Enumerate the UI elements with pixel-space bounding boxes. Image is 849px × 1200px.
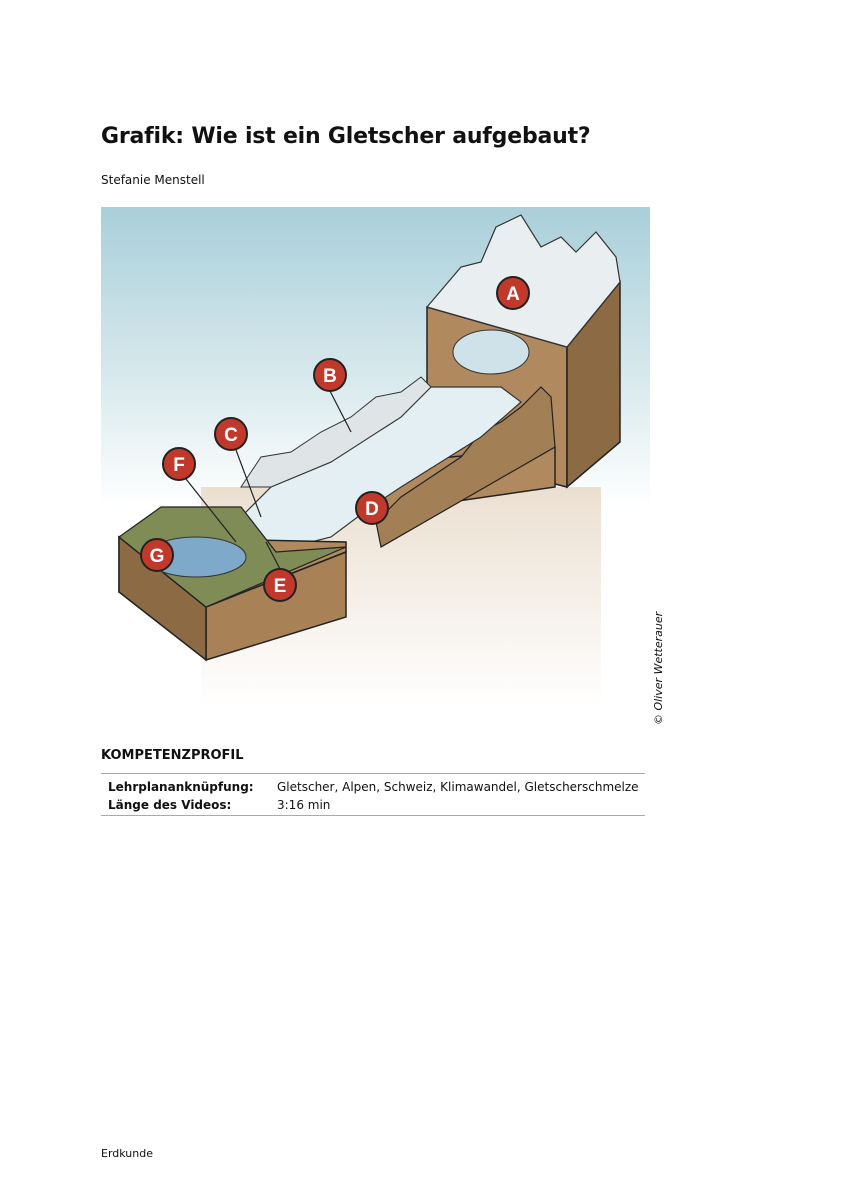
svg-text:A: A bbox=[506, 284, 520, 305]
svg-text:F: F bbox=[173, 455, 185, 476]
svg-text:E: E bbox=[274, 576, 287, 597]
label-f: F bbox=[162, 447, 196, 481]
section-heading: KOMPETENZPROFIL bbox=[101, 748, 244, 763]
row-value: Gletscher, Alpen, Schweiz, Klimawandel, … bbox=[277, 780, 639, 794]
label-a: A bbox=[496, 276, 530, 310]
competence-table: Lehrplananknüpfung: Gletscher, Alpen, Sc… bbox=[101, 773, 645, 816]
svg-text:C: C bbox=[224, 425, 238, 446]
svg-text:B: B bbox=[323, 366, 337, 387]
table-row: Lehrplananknüpfung: Gletscher, Alpen, Sc… bbox=[101, 778, 645, 796]
row-key: Lehrplananknüpfung: bbox=[108, 780, 254, 794]
label-d: D bbox=[355, 491, 389, 525]
row-key: Länge des Videos: bbox=[108, 798, 232, 812]
cirque-ice bbox=[452, 329, 530, 375]
label-g: G bbox=[140, 538, 174, 572]
label-c: C bbox=[214, 417, 248, 451]
glacier-illustration: A B C D E F G bbox=[101, 207, 650, 727]
table-row: Länge des Videos: 3:16 min bbox=[101, 796, 645, 814]
label-e: E bbox=[263, 568, 297, 602]
svg-text:G: G bbox=[150, 546, 165, 567]
leader-lines bbox=[185, 390, 352, 570]
image-credit: © Oliver Wetterauer bbox=[652, 611, 665, 725]
row-value: 3:16 min bbox=[277, 798, 331, 812]
page-title: Grafik: Wie ist ein Gletscher aufgebaut? bbox=[101, 124, 591, 149]
svg-text:D: D bbox=[365, 499, 379, 520]
valley-side-mountains bbox=[240, 376, 432, 488]
valley-wall bbox=[375, 386, 556, 548]
label-b: B bbox=[313, 358, 347, 392]
author: Stefanie Menstell bbox=[101, 173, 205, 187]
footer-subject: Erdkunde bbox=[101, 1147, 153, 1160]
